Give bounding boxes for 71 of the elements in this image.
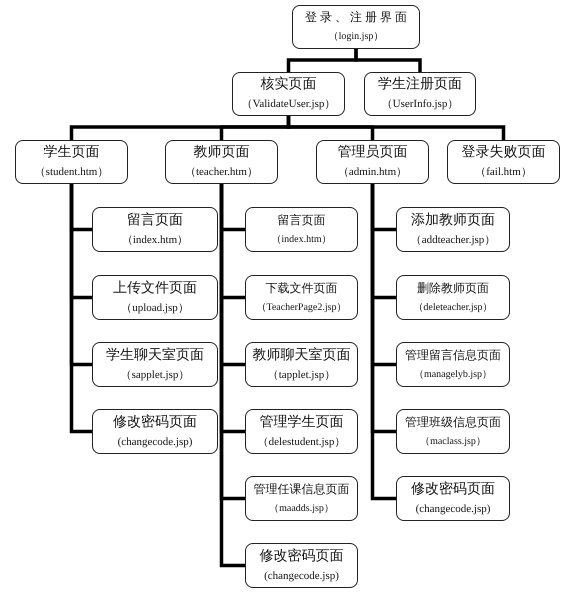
page-box — [364, 72, 476, 116]
connector-line — [286, 116, 506, 140]
page-title: 学生页面 — [44, 144, 100, 161]
page-box — [245, 409, 358, 454]
page-box — [245, 275, 358, 320]
connector-line — [370, 184, 396, 500]
page-box — [245, 342, 358, 387]
page-box — [92, 342, 218, 387]
page-box — [245, 207, 358, 252]
page-title: 登录失败页面 — [462, 144, 546, 161]
page-box — [396, 342, 510, 387]
page-box — [396, 207, 510, 252]
page-title: 管理留言信息页面 — [405, 346, 501, 364]
file-name: （deleteacher.jsp） — [413, 300, 493, 314]
page-title: 上传文件页面 — [113, 280, 197, 296]
page-box — [165, 140, 278, 184]
file-name: （index.htm） — [122, 232, 188, 248]
page-title: 留言页面 — [127, 212, 183, 228]
page-box — [92, 409, 218, 454]
file-name: （student.htm） — [34, 165, 108, 180]
file-name: （tapplet.jsp） — [268, 368, 336, 382]
page-title: 添加教师页面 — [411, 212, 495, 228]
page-title: 管理班级信息页面 — [405, 414, 501, 430]
page-box — [396, 476, 510, 521]
page-box — [92, 207, 218, 252]
file-name: （sapplet.jsp） — [120, 368, 190, 382]
page-box — [15, 140, 128, 184]
file-name: （maclass.jsp） — [420, 434, 486, 448]
connector-line — [354, 49, 422, 72]
page-title: 下载文件页面 — [266, 280, 338, 296]
file-name: （login.jsp） — [328, 30, 384, 44]
page-box — [316, 140, 429, 184]
page-box — [245, 543, 358, 588]
file-name: （fail.htm） — [475, 165, 532, 180]
page-box — [396, 275, 510, 320]
file-name: （UserInfo.jsp） — [382, 97, 458, 112]
page-box — [232, 72, 345, 116]
file-name: （teacher.htm） — [184, 165, 258, 180]
file-name: (changecode.jsp) — [416, 502, 490, 516]
page-title: 管理学生页面 — [260, 414, 344, 430]
page-title: 学生聊天室页面 — [106, 346, 204, 364]
page-box — [292, 5, 420, 49]
file-name: （admin.htm） — [338, 165, 408, 180]
connector-line — [70, 184, 92, 434]
file-name: （upload.jsp） — [121, 300, 189, 316]
file-name: (changecode.jsp) — [118, 434, 192, 450]
page-title: 教师页面 — [194, 144, 250, 161]
page-title: 修改密码页面 — [260, 548, 344, 564]
page-title: 管理员页面 — [338, 144, 408, 161]
page-box — [245, 476, 358, 521]
page-title: 修改密码页面 — [411, 480, 495, 498]
page-title: 教师聊天室页面 — [252, 346, 350, 364]
page-title: 登 录 、 注 册 界 面 — [305, 9, 407, 26]
file-name: （maadds.jsp） — [269, 502, 334, 516]
file-name: （TeacherPage2.jsp） — [256, 300, 347, 314]
page-box — [396, 409, 510, 454]
page-title: 核实页面 — [260, 76, 316, 93]
file-name: (changecode.jsp) — [264, 568, 339, 584]
file-name: （index.htm） — [271, 232, 332, 246]
file-name: （ValidateUser.jsp） — [242, 97, 336, 112]
file-name: （addteacher.jsp） — [410, 232, 496, 248]
connector-line — [220, 184, 245, 568]
page-title: 删除教师页面 — [417, 280, 489, 296]
page-title: 修改密码页面 — [113, 414, 197, 430]
page-title: 学生注册页面 — [378, 76, 462, 93]
file-name: （delestudent.jsp） — [258, 434, 346, 450]
page-title: 留言页面 — [278, 212, 326, 228]
page-box — [447, 140, 560, 184]
page-title: 管理任课信息页面 — [254, 480, 350, 498]
file-name: （managelyb.jsp） — [414, 368, 492, 382]
page-box — [92, 275, 218, 320]
